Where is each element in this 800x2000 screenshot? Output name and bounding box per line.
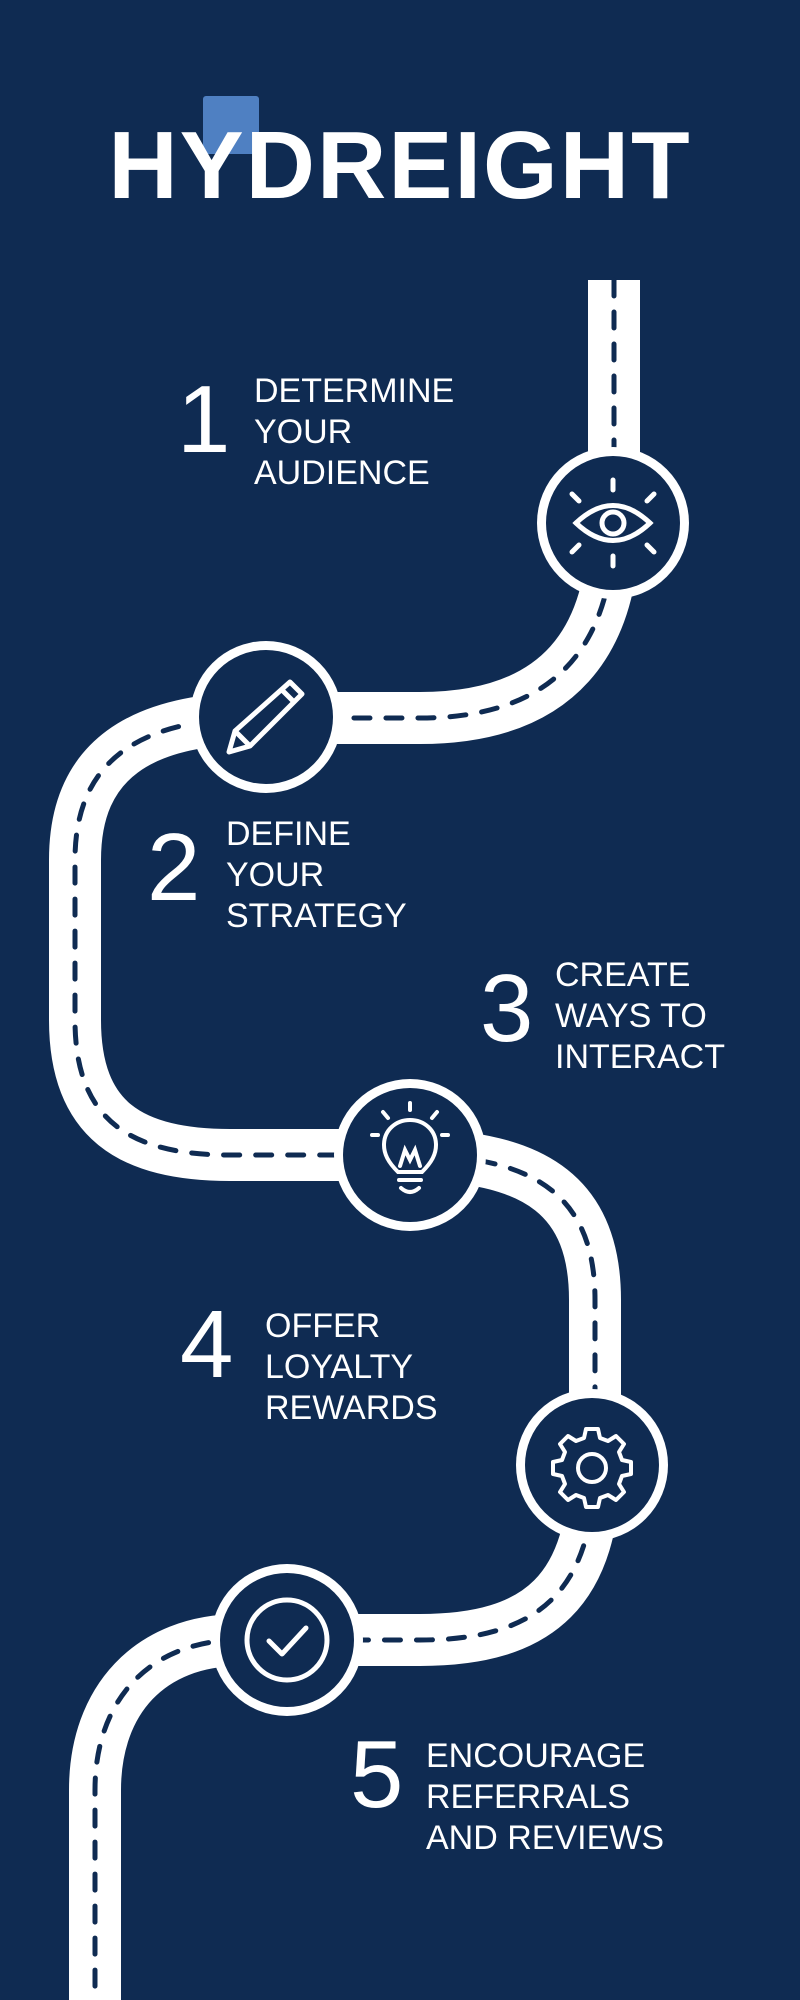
step-label: CREATE WAYS TO INTERACT (555, 955, 725, 1078)
step-4-icon-circle (516, 1389, 668, 1541)
step-2-icon-circle (190, 641, 342, 793)
step-label-line: REFERRALS (426, 1778, 631, 1816)
step-label-line: ENCOURAGE (426, 1737, 646, 1775)
step-label: DETERMINE YOUR AUDIENCE (254, 371, 454, 494)
lightbulb-icon (370, 1101, 450, 1194)
gear-icon (551, 1427, 633, 1509)
step-number: 1 (177, 366, 231, 473)
step-label-line: WAYS TO (555, 997, 707, 1035)
step-label-line: DETERMINE (254, 372, 455, 410)
step-5-icon-circle (211, 1564, 363, 1716)
step-label-line: YOUR (254, 413, 353, 451)
step-label-line: YOUR (226, 856, 325, 894)
pencil-icon (226, 679, 305, 755)
step-number: 4 (180, 1291, 234, 1398)
step-label: OFFER LOYALTY REWARDS (265, 1306, 438, 1429)
step-label-line: AUDIENCE (254, 454, 430, 492)
step-1-icon-circle (537, 447, 689, 599)
iv-bag-icon (203, 96, 259, 154)
checkmark-icon (244, 1597, 330, 1683)
brand-logo: HYDREIGHT (108, 112, 692, 219)
step-label-line: DEFINE (226, 815, 351, 853)
step-label-line: STRATEGY (226, 897, 407, 935)
eye-icon (569, 477, 657, 569)
step-label-line: REWARDS (265, 1389, 438, 1427)
step-number: 3 (480, 955, 534, 1062)
step-label-line: LOYALTY (265, 1348, 414, 1386)
step-label-line: OFFER (265, 1307, 381, 1345)
step-label: DEFINE YOUR STRATEGY (226, 814, 407, 937)
step-label-line: CREATE (555, 956, 691, 994)
step-label: ENCOURAGE REFERRALS AND REVIEWS (426, 1736, 664, 1859)
step-number: 5 (350, 1721, 404, 1828)
step-label-line: AND REVIEWS (426, 1819, 665, 1857)
step-3-icon-circle (334, 1079, 486, 1231)
step-number: 2 (147, 814, 201, 921)
step-label-line: INTERACT (555, 1038, 725, 1076)
